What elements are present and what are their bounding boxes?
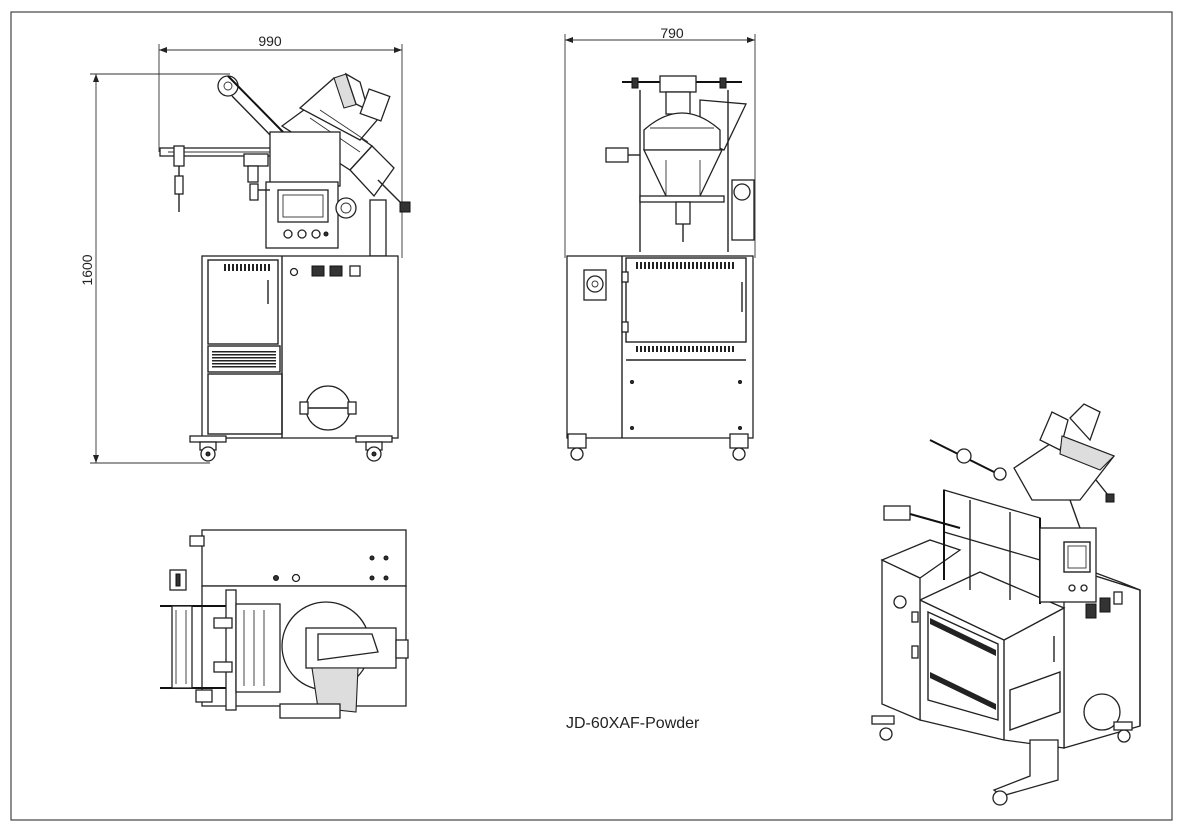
top-view bbox=[160, 529, 409, 719]
control-panel-housing bbox=[249, 131, 387, 257]
side-casters bbox=[567, 433, 749, 461]
side-cabinet bbox=[566, 255, 754, 439]
front-width-value: 990 bbox=[258, 33, 282, 49]
front-casters bbox=[189, 435, 393, 462]
side-width-value: 790 bbox=[660, 25, 684, 41]
film-unwind-arm bbox=[159, 75, 284, 212]
side-top-assembly bbox=[605, 75, 755, 252]
model-label: JD-60XAF-Powder bbox=[566, 715, 700, 732]
front-height-dimension: 1600 bbox=[79, 73, 230, 464]
drawing-border bbox=[10, 11, 1173, 821]
isometric-view bbox=[871, 403, 1141, 806]
front-view: 990 1600 bbox=[79, 33, 411, 464]
side-view: 790 bbox=[564, 25, 756, 461]
side-width-dimension: 790 bbox=[564, 25, 756, 258]
front-cabinet bbox=[201, 255, 399, 439]
front-height-value: 1600 bbox=[79, 254, 95, 285]
front-width-dimension: 990 bbox=[158, 33, 403, 258]
